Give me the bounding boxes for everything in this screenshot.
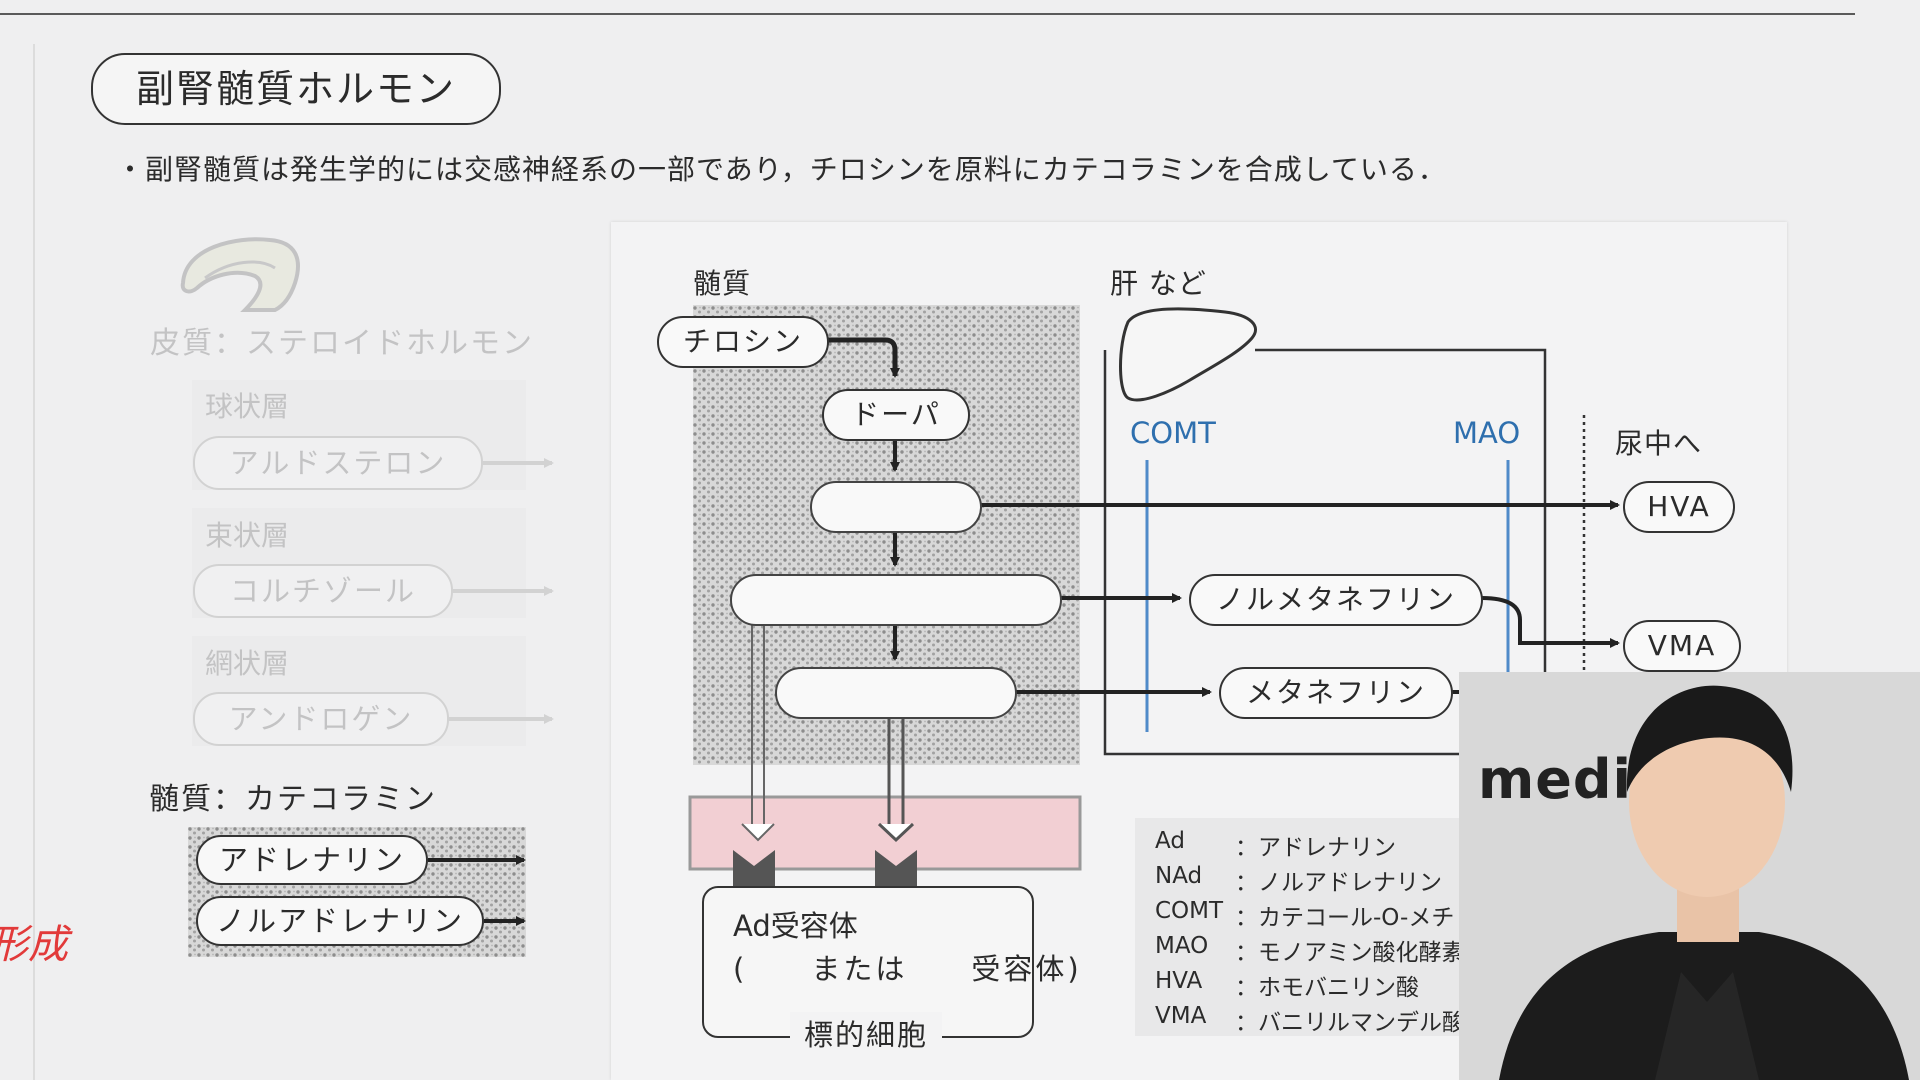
receptor-line2: ( または 受容体) xyxy=(733,952,1082,986)
legend-row: VMA：バニリルマンデル酸 xyxy=(1155,1003,1465,1036)
node-blank-dopamine xyxy=(810,481,982,533)
zone-label-reticularis: 網状層 xyxy=(205,647,290,680)
hormone-noradrenaline: ノルアドレナリン xyxy=(196,896,484,946)
node-vma: VMA xyxy=(1623,620,1741,672)
receptor-line1: Ad受容体 xyxy=(733,909,858,943)
zone-bg-reticularis xyxy=(192,636,526,746)
legend-row: NAd：ノルアドレナリン xyxy=(1155,863,1442,896)
cortex-arrows xyxy=(449,458,554,724)
hormone-cortisol: コルチゾール xyxy=(193,564,453,618)
cortex-title: 皮質：ステロイドホルモン xyxy=(150,326,534,361)
hormone-androgen: アンドロゲン xyxy=(193,692,449,746)
legend-row: HVA：ホモバニリン酸 xyxy=(1155,968,1419,1001)
node-blank-noradrenaline xyxy=(730,574,1062,626)
brand-logo-text: medi xyxy=(1478,748,1633,811)
urine-label: 尿中へ xyxy=(1615,427,1703,460)
medulla-region-label: 髄質 xyxy=(693,267,752,300)
node-metanephrine: メタネフリン xyxy=(1219,667,1453,719)
receptor-right xyxy=(875,850,917,886)
hormone-adrenaline: アドレナリン xyxy=(196,835,428,885)
legend-box xyxy=(1135,818,1465,1036)
presenter-silhouette xyxy=(1459,672,1920,1080)
receptor-left xyxy=(733,850,775,886)
medulla-arrows xyxy=(428,855,526,926)
node-tyrosine: チロシン xyxy=(657,316,829,368)
hormone-aldosterone: アルドステロン xyxy=(193,436,483,490)
page-title: 副腎髄質ホルモン xyxy=(91,53,501,125)
webcam-overlay xyxy=(1459,672,1920,1080)
left-rule xyxy=(33,44,35,1080)
liver-region-label: 肝 など xyxy=(1110,267,1207,300)
bullet-text: ・副腎髄質は発生学的には交感神経系の一部であり，チロシンを原料にカテコラミンを合… xyxy=(116,153,1447,186)
node-dopa: ドーパ xyxy=(822,389,970,441)
zone-bg-fasciculata xyxy=(192,508,526,618)
zone-label-glomerulosa: 球状層 xyxy=(205,390,290,423)
legend-row: Ad：アドレナリン xyxy=(1155,828,1396,861)
enzyme-mao: MAO xyxy=(1453,416,1521,450)
legend-row: MAO：モノアミン酸化酵素 xyxy=(1155,933,1465,966)
medulla-title: 髄質：カテコラミン xyxy=(149,782,437,817)
top-rule xyxy=(0,13,1855,15)
legend-row: COMT：カテコール-O-メチ xyxy=(1155,898,1455,931)
node-hva: HVA xyxy=(1623,481,1735,533)
zone-label-fasciculata: 束状層 xyxy=(205,519,290,552)
adrenal-gland-icon xyxy=(180,237,300,312)
node-normetanephrine: ノルメタネフリン xyxy=(1189,574,1483,626)
handwritten-annotation: 形成 xyxy=(0,922,68,968)
node-blank-adrenaline xyxy=(775,667,1017,719)
enzyme-comt: COMT xyxy=(1130,416,1216,450)
target-cell-label: 標的細胞 xyxy=(790,1012,943,1054)
liver-icon xyxy=(1119,307,1257,402)
